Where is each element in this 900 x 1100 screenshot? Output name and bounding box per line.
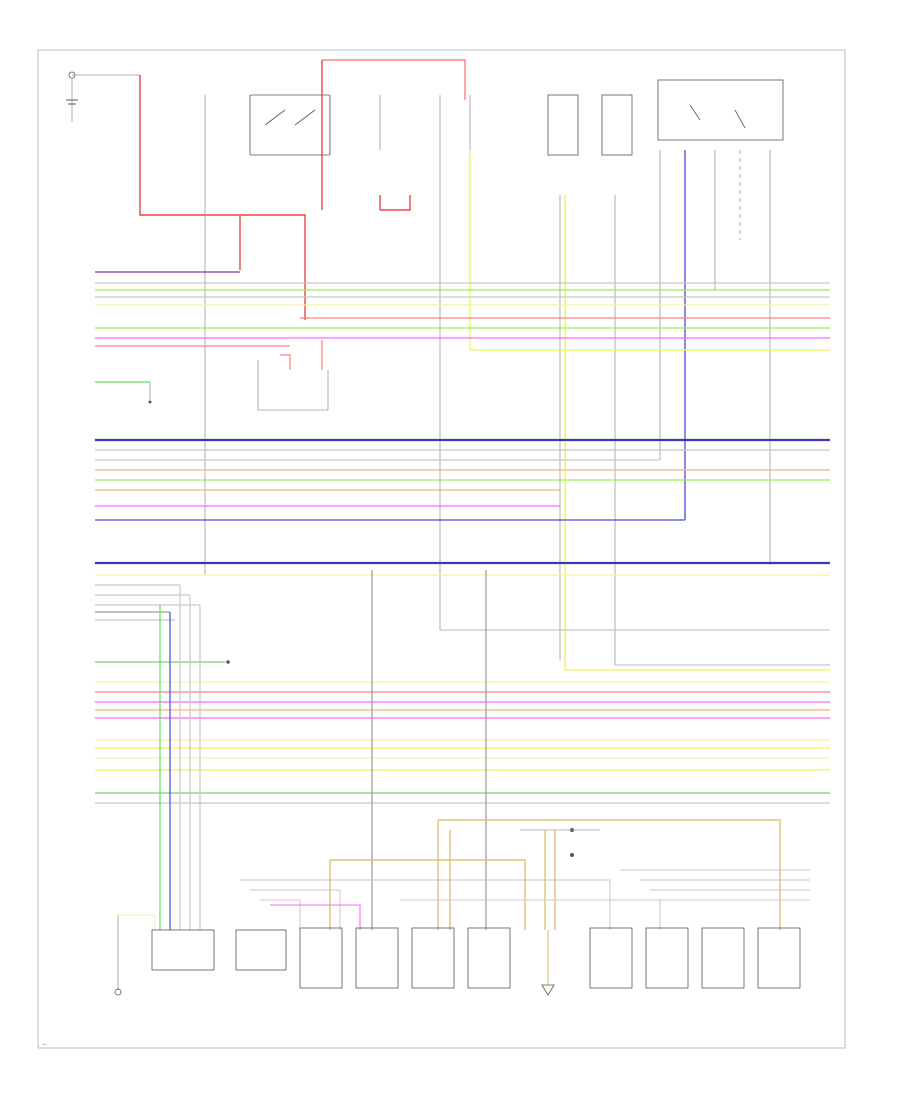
ground-point-center [541,930,555,996]
ignition-coil-group-right [589,927,801,989]
junction-dot [226,660,230,664]
harness-bus-upper [95,271,830,521]
relay-block-mid [148,340,329,411]
coil-harness-gray [240,869,810,930]
battery-symbol [66,71,140,122]
splice-center [520,828,600,857]
coil-harness-tan [329,819,781,930]
connector-block-1 [151,929,287,971]
power-feed-red [139,59,466,320]
footer-mark: — [42,1042,47,1048]
control-module-top-right [547,79,784,156]
feeds-to-components [159,570,487,930]
wire-magenta-short [270,904,361,930]
sensor-left [114,914,156,996]
ignition-coil-group-left [299,927,511,989]
fuse-block [204,94,471,156]
diagram-frame [37,49,846,1049]
harness-bus-lower [95,561,830,804]
